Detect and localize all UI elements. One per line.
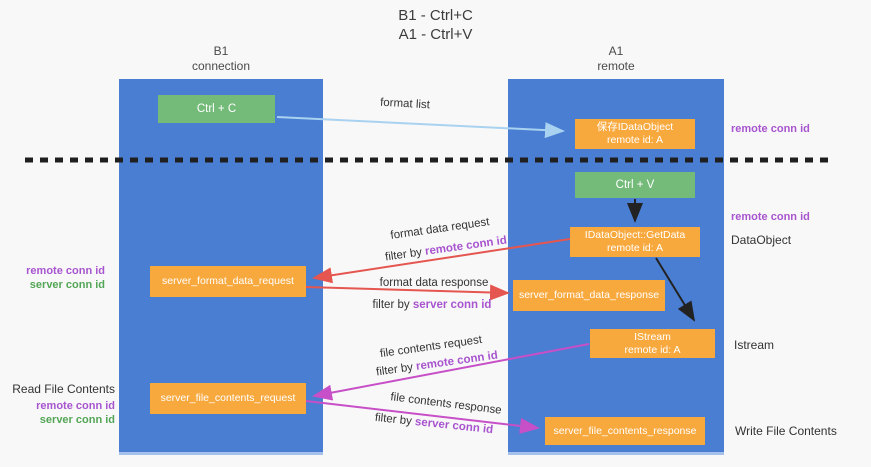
ctrl-v-label: Ctrl + V [615, 178, 655, 191]
istream-line1: IStream [634, 330, 671, 343]
format-data-response-label: format data response [379, 277, 489, 289]
left-conn-id-group-1: remote conn id server conn id [8, 264, 105, 292]
save-dataobject-line2: remote id: A [606, 134, 664, 146]
save-dataobject-box: 保存IDataObject remote id: A [575, 119, 695, 149]
format-list-label: format list [379, 96, 431, 112]
save-dataobject-line1: 保存IDataObject [596, 121, 674, 133]
lane-b1-subtitle: connection [191, 59, 251, 73]
getdata-box: IDataObject::GetData remote id: A [570, 227, 700, 257]
lane-a1-name: A1 [608, 44, 624, 58]
left-conn-id-group-2: Read File Contents remote conn id server… [8, 382, 115, 427]
dataobject-label: DataObject [731, 233, 792, 247]
server-file-contents-request-box: server_file_contents_request [150, 383, 306, 414]
istream-side-label: Istream [734, 338, 775, 352]
lane-b1-name: B1 [213, 44, 229, 58]
server-file-contents-response-label: server_file_contents_response [553, 424, 697, 437]
left-server-conn-id-1: server conn id [29, 279, 105, 291]
left-remote-conn-id-2: remote conn id [36, 400, 115, 412]
lane-header-a1: A1 remote [508, 44, 724, 74]
istream-line2: remote id: A [624, 343, 681, 356]
left-remote-conn-id-1: remote conn id [26, 265, 105, 277]
file-contents-request-arrow [312, 343, 590, 401]
getdata-line1: IDataObject::GetData [584, 229, 686, 241]
ctrl-v-box: Ctrl + V [575, 172, 695, 198]
istream-box: IStream remote id: A [590, 329, 715, 358]
diagram-title: B1 - Ctrl+C A1 - Ctrl+V [0, 6, 871, 44]
getdata-line2: remote id: A [606, 242, 664, 254]
server-file-contents-request-label: server_file_contents_request [160, 392, 296, 404]
server-format-data-response-label: server_format_data_response [518, 289, 660, 301]
format-data-request-arrow [312, 238, 571, 284]
lane-a1-subtitle: remote [597, 59, 635, 73]
server-file-contents-response-box: server_file_contents_response [545, 417, 705, 445]
write-file-contents-label: Write File Contents [735, 424, 837, 438]
getdata-to-istream-arrow [655, 257, 696, 322]
filter-by-text: filter by [372, 299, 413, 311]
server-conn-id-key: server conn id [412, 299, 492, 311]
format-data-response-arrow [305, 284, 510, 301]
lane-header-b1: B1 connection [119, 44, 323, 74]
format-list-arrow [276, 116, 565, 139]
server-format-data-request-label: server_format_data_request [162, 275, 294, 287]
title-line-1: B1 - Ctrl+C [398, 7, 473, 24]
read-file-contents-label: Read File Contents [12, 382, 115, 396]
server-format-data-request-box: server_format_data_request [150, 266, 306, 297]
ctrl-c-label: Ctrl + C [196, 102, 237, 115]
title-line-2: A1 - Ctrl+V [398, 26, 473, 43]
server-format-data-response-box: server_format_data_response [513, 280, 665, 311]
remote-conn-id-label-top: remote conn id [731, 123, 810, 135]
ctrl-c-box: Ctrl + C [158, 95, 275, 123]
file-contents-response-arrow [305, 400, 540, 434]
format-response-filter-label: filter by server conn id [373, 299, 492, 311]
left-server-conn-id-2: server conn id [39, 414, 115, 426]
remote-conn-id-label-mid: remote conn id [731, 211, 810, 223]
